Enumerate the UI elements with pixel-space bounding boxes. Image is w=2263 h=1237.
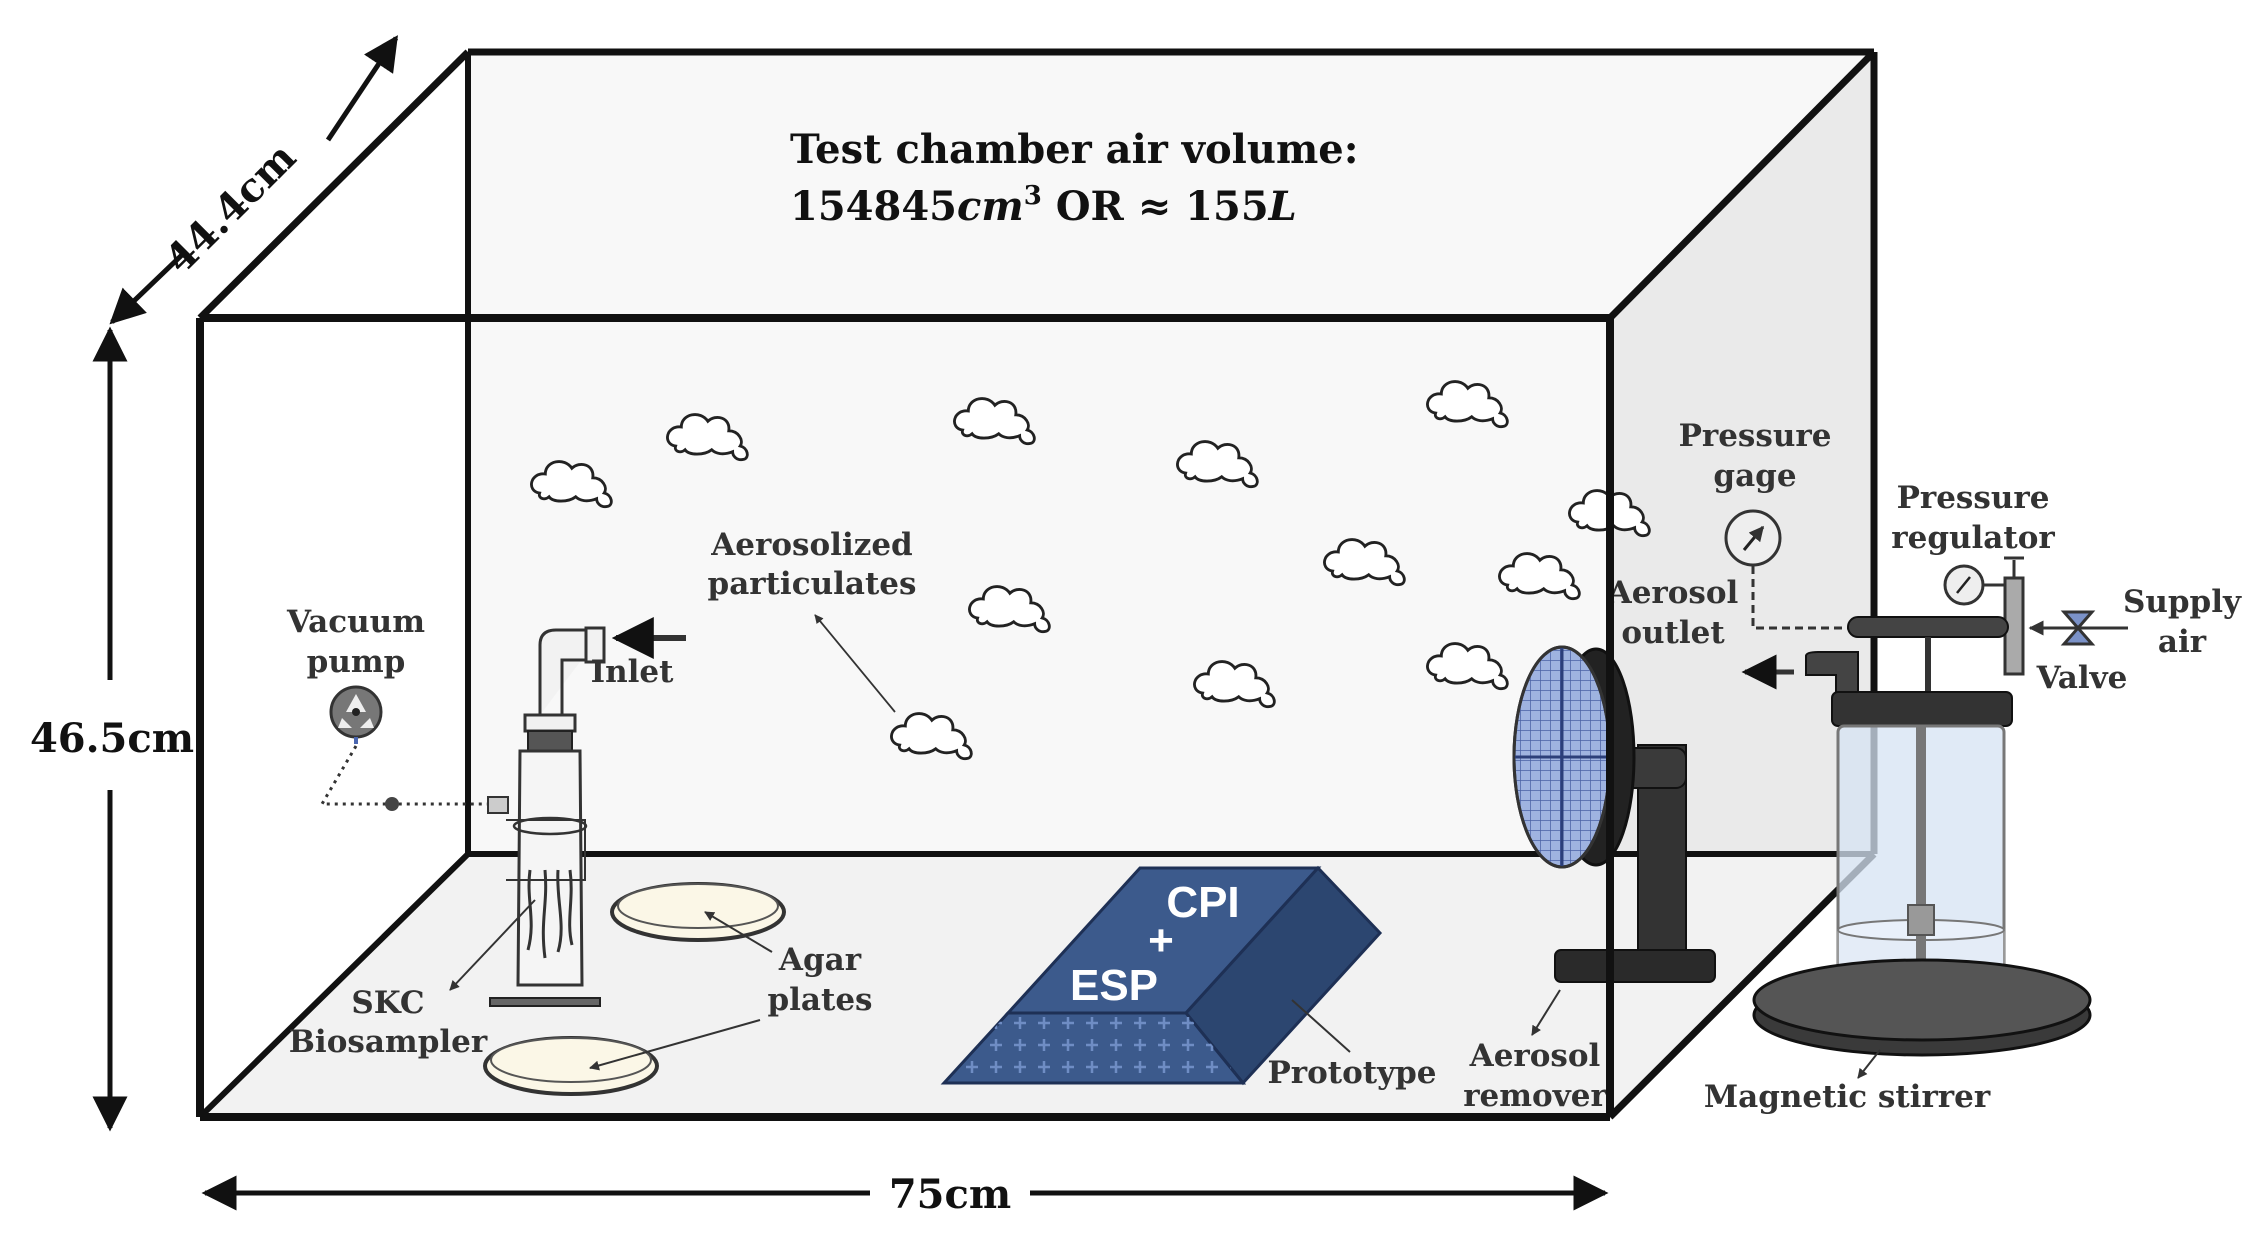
- height-label: 46.5cm: [30, 715, 194, 762]
- inlet-label: Inlet: [591, 654, 675, 690]
- chamber-back-face: [468, 52, 1874, 854]
- svg-text:SKC: SKC: [351, 985, 424, 1021]
- esp-label: ESP: [1070, 961, 1158, 1010]
- svg-text:outlet: outlet: [1621, 615, 1725, 651]
- supply-valve: Valve Supply air: [2028, 584, 2242, 696]
- pressure-regulator: Pressure regulator: [1891, 480, 2055, 676]
- svg-text:Agar: Agar: [778, 942, 862, 978]
- chamber-front-edges: [196, 314, 1614, 1121]
- prototype-label: Prototype: [1267, 1055, 1436, 1091]
- width-label: 75cm: [889, 1171, 1011, 1218]
- depth-label: 44.4cm: [156, 134, 305, 283]
- aerosolized-particulates-label: Aerosolized particulates: [708, 527, 917, 713]
- svg-text:plates: plates: [767, 982, 872, 1018]
- svg-text:particulates: particulates: [708, 566, 917, 602]
- svg-text:Aerosol: Aerosol: [1469, 1038, 1601, 1074]
- pressure-gage: Pressure gage: [1679, 418, 1850, 630]
- agar-plates: Agar plates: [483, 882, 873, 1096]
- magnetic-stirrer: Magnetic stirrer: [1704, 616, 2092, 1115]
- svg-text:air: air: [2158, 624, 2207, 660]
- title-line-2: 154845cm3 OR ≈ 155L: [790, 181, 1297, 230]
- svg-text:regulator: regulator: [1891, 520, 2055, 556]
- valve-icon: [2060, 610, 2096, 646]
- magnetic-stirrer-label: Magnetic stirrer: [1704, 1079, 1991, 1115]
- aerosol-remover: Aerosol remover: [1463, 645, 1716, 1114]
- chamber-volume-title: Test chamber air volume: 154845cm3 OR ≈ …: [790, 126, 1359, 230]
- svg-text:Aerosolized: Aerosolized: [710, 527, 912, 563]
- svg-text:Vacuum: Vacuum: [286, 604, 425, 640]
- svg-text:Aerosol: Aerosol: [1607, 575, 1739, 611]
- vacuum-pump: Vacuum pump: [286, 604, 505, 811]
- svg-text:Supply: Supply: [2123, 584, 2242, 620]
- svg-text:pump: pump: [307, 644, 406, 680]
- svg-text:gage: gage: [1713, 458, 1796, 494]
- dimension-depth: 44.4cm: [109, 35, 399, 325]
- dimension-width: 75cm: [201, 1171, 1609, 1218]
- svg-text:Pressure: Pressure: [1897, 480, 2050, 516]
- skc-biosampler: Inlet SKC Biosampler: [289, 617, 686, 1060]
- valve-label: Valve: [2036, 660, 2128, 696]
- cpi-label: CPI: [1166, 878, 1239, 927]
- title-line-1: Test chamber air volume:: [790, 126, 1359, 173]
- prototype-cpi-esp: CPI + ESP Prototype: [940, 865, 1437, 1091]
- svg-text:Biosampler: Biosampler: [289, 1024, 488, 1060]
- dimension-height: 46.5cm: [30, 326, 194, 1132]
- plus-label: +: [1148, 916, 1174, 965]
- svg-text:remover: remover: [1463, 1078, 1607, 1114]
- svg-text:Pressure: Pressure: [1679, 418, 1832, 454]
- aerosol-outlet: Aerosol outlet: [1607, 575, 1794, 690]
